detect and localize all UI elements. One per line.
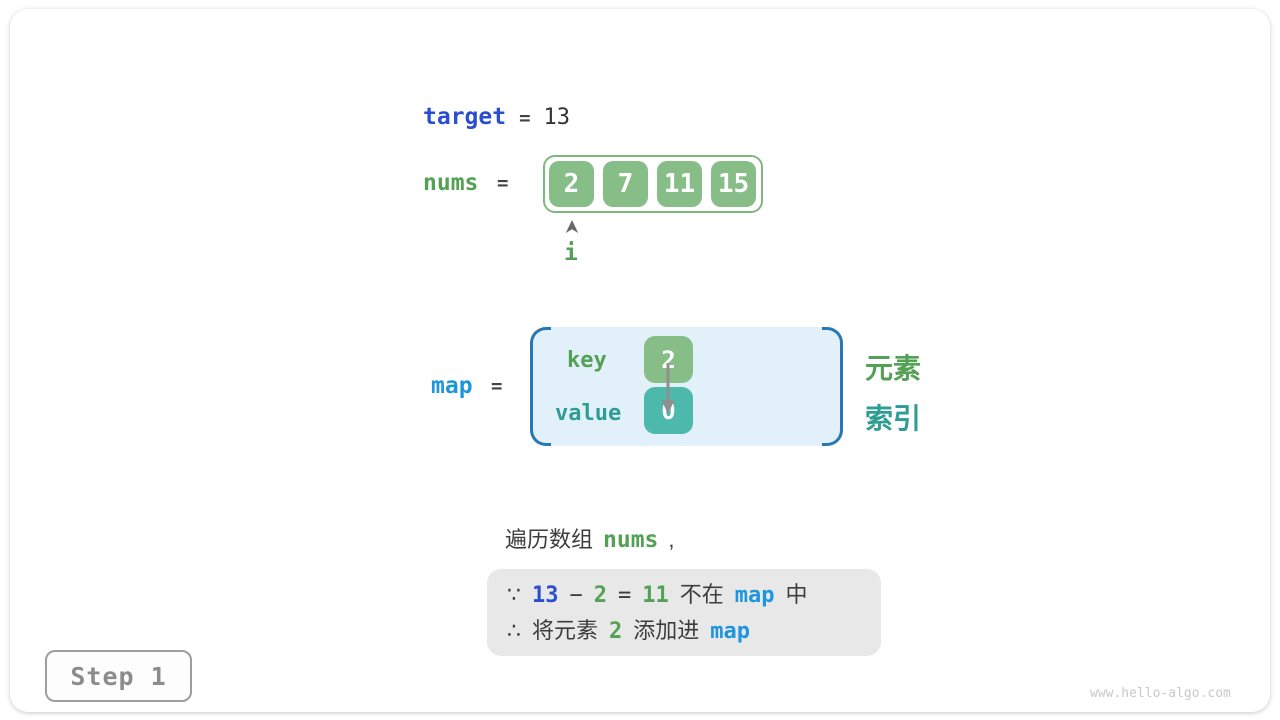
figure-card: target = 13 nums = 2 7 11 15 i map = key…: [10, 9, 1270, 712]
nums-equals-sign: =: [497, 172, 509, 194]
add-middle-text: 添加进: [633, 618, 700, 643]
reason-line-2: ∴ 将元素 2 添加进 map: [507, 613, 881, 649]
element-annotation: 元素: [865, 353, 922, 384]
index-annotation: 索引: [865, 403, 922, 434]
element-token: 2: [609, 619, 623, 644]
target-variable: target: [423, 104, 507, 130]
array-cell-1: 7: [603, 161, 648, 207]
array-cell-3: 15: [711, 161, 756, 207]
map-key-label: key: [567, 348, 607, 373]
in-suffix-text: 中: [785, 582, 808, 607]
difference-token: 11: [642, 583, 669, 608]
subtrahend-token: 2: [593, 583, 607, 608]
watermark-url: www.hello-algo.com: [1090, 686, 1231, 701]
step-badge: Step 1: [45, 650, 192, 702]
not-in-text: 不在: [679, 582, 724, 607]
sentence-nums-token: nums: [603, 527, 659, 553]
map-container: key 2 value 0: [530, 327, 843, 446]
map-variable: map: [431, 373, 473, 399]
minuend-token: 13: [532, 583, 559, 608]
map-value-label: value: [555, 401, 622, 426]
minus-sign: −: [569, 583, 583, 608]
map-token-2: map: [710, 619, 751, 644]
reason-line-1: ∵ 13 − 2 = 11 不在 map 中: [507, 577, 881, 613]
reasoning-box: ∵ 13 − 2 = 11 不在 map 中 ∴ 将元素 2 添加进 map: [487, 569, 881, 656]
map-equals-sign: =: [491, 375, 503, 397]
array-cell-0: 2: [549, 161, 594, 207]
therefore-symbol: ∴: [507, 618, 521, 643]
pointer-up-arrow-icon: [565, 220, 579, 234]
nums-array: 2 7 11 15: [543, 155, 763, 213]
map-token-1: map: [734, 583, 775, 608]
nums-variable: nums: [423, 170, 479, 196]
equals-sign: =: [618, 583, 632, 608]
target-equals-sign: =: [519, 107, 531, 129]
sentence-comma: ,: [668, 527, 675, 552]
target-value: 13: [543, 105, 571, 130]
sentence-prefix: 遍历数组: [505, 527, 594, 552]
target-line: target = 13: [423, 104, 570, 130]
pointer-index-label: i: [564, 240, 578, 266]
key-to-value-down-arrow-icon: [658, 361, 678, 417]
traverse-sentence: 遍历数组 nums ,: [505, 522, 675, 554]
array-cell-2: 11: [657, 161, 702, 207]
add-prefix-text: 将元素: [532, 618, 599, 643]
because-symbol: ∵: [507, 582, 521, 607]
step-badge-label: Step 1: [70, 661, 167, 691]
